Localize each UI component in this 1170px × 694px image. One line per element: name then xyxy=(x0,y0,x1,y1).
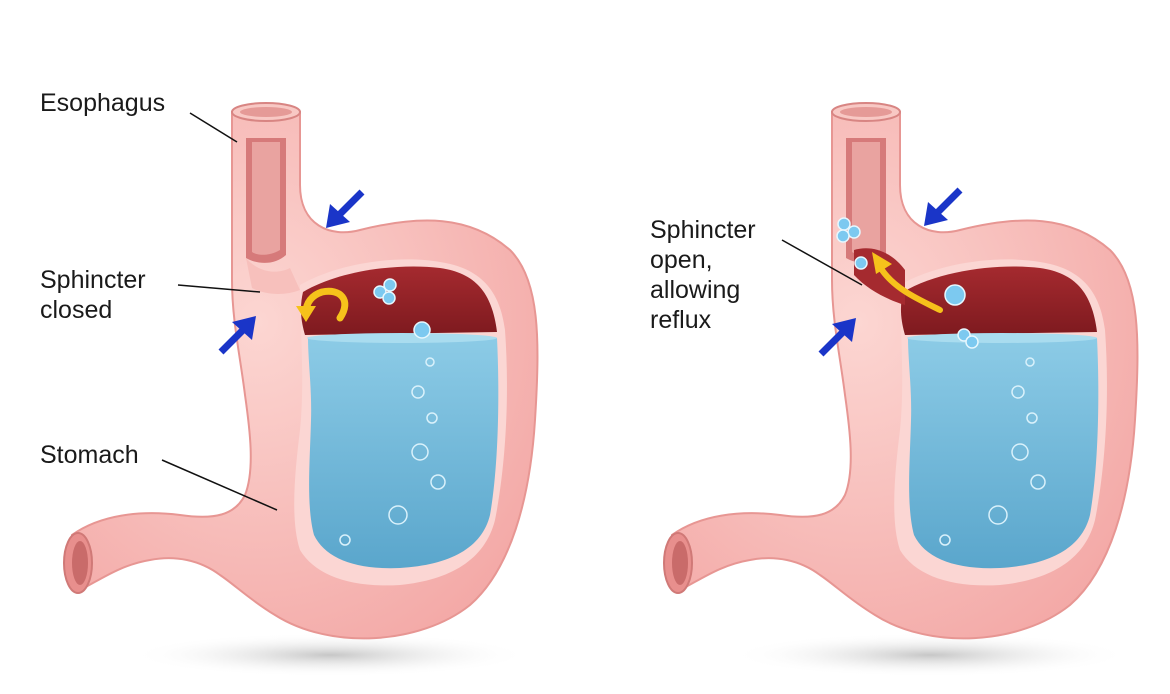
leader-line-sphincter-closed xyxy=(177,284,261,293)
leader-line-esophagus xyxy=(189,112,238,143)
yellow-arrowhead-icon xyxy=(872,252,892,274)
esophagus-label: Esophagus xyxy=(40,89,166,117)
blue-arrow-icon xyxy=(218,316,256,355)
blue-arrow-icon xyxy=(326,189,365,228)
yellow-arrowhead-icon xyxy=(296,306,316,322)
leader-line-sphincter-open xyxy=(781,239,863,286)
blue-arrow-icon xyxy=(924,187,963,226)
bubble-icon xyxy=(373,278,431,339)
leader-line-stomach xyxy=(161,459,278,511)
stomach-open-illustration xyxy=(663,102,1139,678)
sphincter-open-label: Sphincter open, allowing reflux xyxy=(650,216,756,334)
sphincter-closed-label: Sphincter closed xyxy=(40,266,146,324)
yellow-curved-arrow-icon xyxy=(302,287,349,322)
yellow-curved-arrow-icon xyxy=(879,267,943,313)
bubble-icon xyxy=(836,217,979,349)
stomach-closed-illustration xyxy=(63,102,539,678)
stomach-label: Stomach xyxy=(40,441,139,469)
blue-arrow-icon xyxy=(818,318,856,357)
